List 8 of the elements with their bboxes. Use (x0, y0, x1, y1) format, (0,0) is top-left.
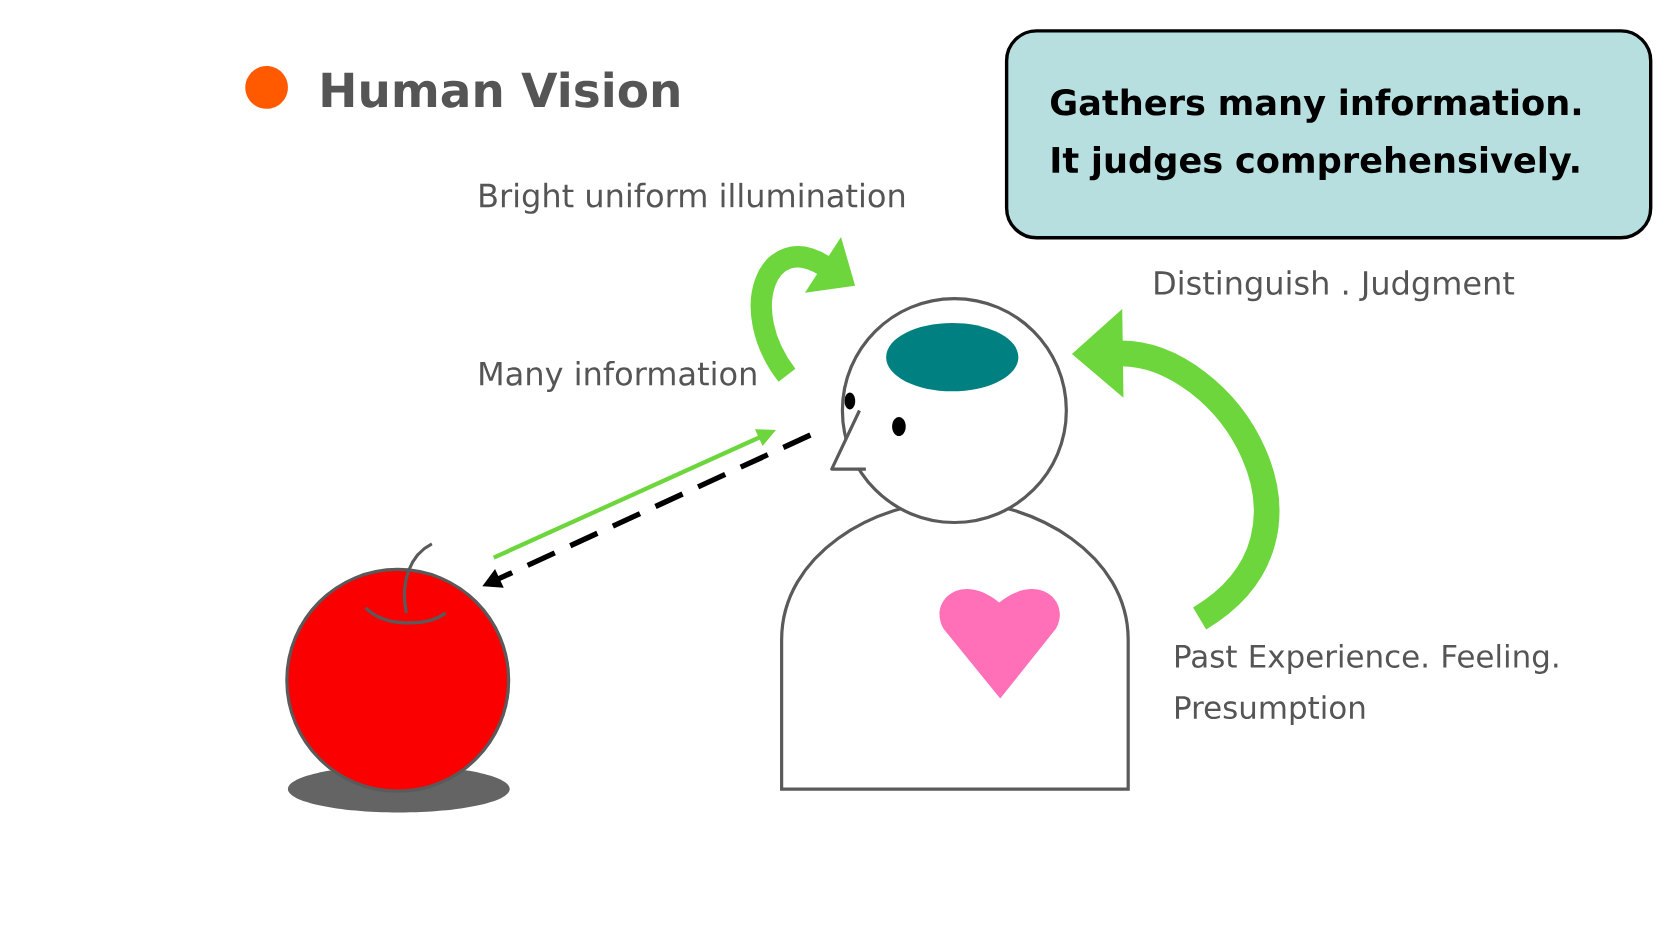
message-box: Gathers many information. It judges comprehensively. (1004, 28, 1653, 240)
label-text: Many information (480, 360, 756, 392)
note-text: Past Experience. Feeling. Presumption (1176, 643, 1558, 725)
person-drawing (780, 296, 1130, 791)
label-text: Distinguish . Judgment (1155, 270, 1515, 301)
title: Human Vision (322, 71, 679, 108)
apple-drawing (285, 542, 511, 813)
label-text: Bright uniform illumination (480, 182, 905, 214)
